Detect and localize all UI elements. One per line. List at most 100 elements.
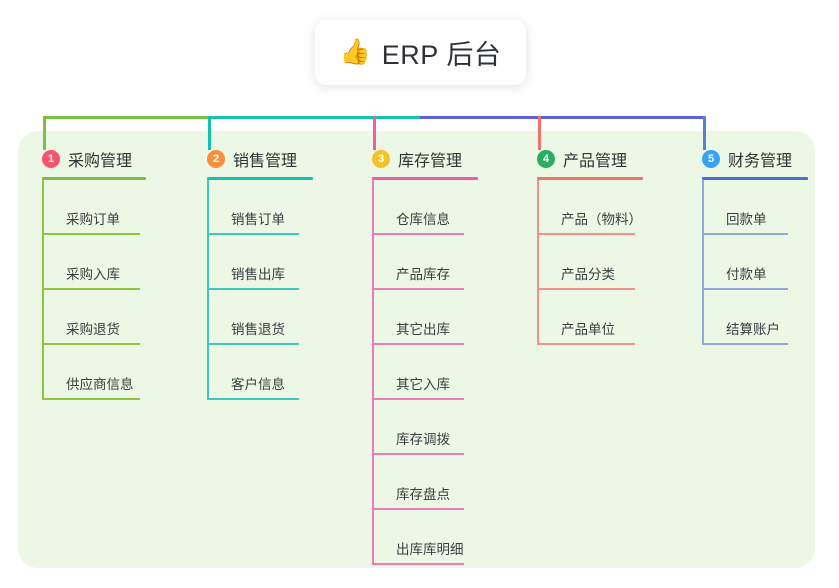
leaf-node[interactable]: 产品分类 (537, 235, 643, 290)
leaf-node[interactable]: 供应商信息 (42, 345, 146, 400)
leaf-underline (207, 233, 299, 235)
leaf-label: 销售订单 (231, 212, 285, 227)
root-node-title: ERP 后台 (381, 40, 502, 70)
leaf-underline (537, 288, 635, 290)
leaf-label: 其它入库 (396, 377, 450, 392)
leaf-node[interactable]: 销售订单 (207, 180, 313, 235)
leaf-list-1: 采购订单采购入库采购退货供应商信息 (42, 180, 146, 400)
branch-underline-3 (372, 177, 478, 180)
branch-column-3: 3 库存管理仓库信息产品库存其它出库其它入库库存调拨库存盘点出库库明细 (372, 148, 478, 565)
leaf-underline (537, 343, 635, 345)
branch-header-5[interactable]: 5 财务管理 (702, 148, 808, 170)
branch-header-3[interactable]: 3 库存管理 (372, 148, 478, 170)
leaf-node[interactable]: 采购入库 (42, 235, 146, 290)
leaf-label: 付款单 (726, 267, 767, 282)
leaf-label: 产品单位 (561, 322, 615, 337)
leaf-node[interactable]: 产品单位 (537, 290, 643, 345)
leaf-label: 采购订单 (66, 212, 120, 227)
leaf-node[interactable]: 其它入库 (372, 345, 478, 400)
leaf-node[interactable]: 产品（物料） (537, 180, 643, 235)
root-node[interactable]: 👍 ERP 后台 (315, 20, 526, 85)
leaf-label: 出库库明细 (396, 542, 464, 557)
leaf-label: 其它出库 (396, 322, 450, 337)
leaf-underline (42, 288, 140, 290)
leaf-list-5: 回款单付款单结算账户 (702, 180, 808, 345)
branch-stub-1 (43, 116, 46, 150)
branch-title-1: 采购管理 (68, 153, 133, 170)
leaf-underline (42, 233, 140, 235)
leaf-underline (702, 288, 788, 290)
leaf-underline (372, 398, 464, 400)
leaf-label: 采购退货 (66, 322, 120, 337)
leaf-list-2: 销售订单销售出库销售退货客户信息 (207, 180, 313, 400)
leaf-node[interactable]: 库存盘点 (372, 455, 478, 510)
branch-underline-1 (42, 177, 146, 180)
branch-underline-4 (537, 177, 643, 180)
leaf-underline (207, 398, 299, 400)
branch-stub-2 (208, 116, 211, 150)
leaf-node[interactable]: 结算账户 (702, 290, 808, 345)
leaf-node[interactable]: 出库库明细 (372, 510, 478, 565)
leaf-spine-5 (702, 180, 704, 345)
branch-title-3: 库存管理 (398, 153, 463, 170)
leaf-node[interactable]: 采购退货 (42, 290, 146, 345)
leaf-label: 结算账户 (726, 322, 780, 337)
leaf-node[interactable]: 仓库信息 (372, 180, 478, 235)
leaf-node[interactable]: 销售退货 (207, 290, 313, 345)
leaf-label: 供应商信息 (66, 377, 134, 392)
leaf-underline (372, 563, 464, 565)
leaf-spine-1 (42, 180, 44, 400)
leaf-node[interactable]: 其它出库 (372, 290, 478, 345)
branch-column-5: 5 财务管理回款单付款单结算账户 (702, 148, 808, 345)
branch-column-1: 1 采购管理采购订单采购入库采购退货供应商信息 (42, 148, 146, 400)
leaf-label: 产品库存 (396, 267, 450, 282)
leaf-underline (42, 398, 140, 400)
bus-segment-2 (208, 116, 423, 119)
bus-segment-3 (420, 116, 706, 119)
leaf-label: 销售退货 (231, 322, 285, 337)
leaf-underline (42, 343, 140, 345)
leaf-underline (372, 453, 464, 455)
leaf-label: 销售出库 (231, 267, 285, 282)
leaf-underline (207, 343, 299, 345)
leaf-underline (372, 343, 464, 345)
leaf-node[interactable]: 回款单 (702, 180, 808, 235)
branch-stub-4 (538, 116, 541, 150)
branch-title-2: 销售管理 (233, 153, 298, 170)
leaf-node[interactable]: 采购订单 (42, 180, 146, 235)
branch-stub-5 (703, 116, 706, 150)
leaf-node[interactable]: 产品库存 (372, 235, 478, 290)
leaf-label: 客户信息 (231, 377, 285, 392)
leaf-label: 产品（物料） (561, 212, 642, 227)
leaf-node[interactable]: 付款单 (702, 235, 808, 290)
branch-header-1[interactable]: 1 采购管理 (42, 148, 146, 170)
leaf-node[interactable]: 客户信息 (207, 345, 313, 400)
leaf-list-4: 产品（物料） 产品分类产品单位 (537, 180, 643, 345)
leaf-spine-3 (372, 180, 374, 565)
leaf-list-3: 仓库信息产品库存其它出库其它入库库存调拨库存盘点出库库明细 (372, 180, 478, 565)
leaf-node[interactable]: 库存调拨 (372, 400, 478, 455)
leaf-label: 回款单 (726, 212, 767, 227)
branch-number-badge-1: 1 (42, 150, 60, 168)
diagram-panel (18, 131, 815, 568)
root-stem-line (420, 85, 423, 119)
leaf-underline (372, 288, 464, 290)
leaf-underline (372, 233, 464, 235)
thumbs-up-icon: 👍 (339, 38, 371, 66)
leaf-label: 产品分类 (561, 267, 615, 282)
leaf-node[interactable]: 销售出库 (207, 235, 313, 290)
branch-number-badge-3: 3 (372, 150, 390, 168)
leaf-label: 仓库信息 (396, 212, 450, 227)
branch-number-badge-5: 5 (702, 150, 720, 168)
branch-title-5: 财务管理 (728, 153, 793, 170)
bus-segment-1 (43, 116, 209, 119)
leaf-spine-4 (537, 180, 539, 345)
leaf-label: 库存调拨 (396, 432, 450, 447)
branch-stub-3 (373, 116, 376, 150)
leaf-underline (537, 233, 635, 235)
